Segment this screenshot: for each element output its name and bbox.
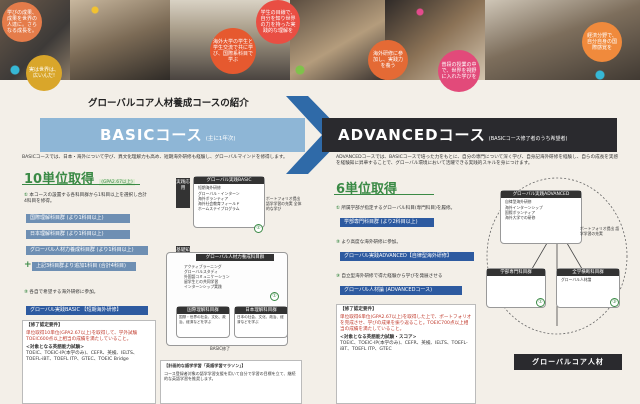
mid-left-title: 国際理解科目群 bbox=[177, 307, 229, 314]
group-japan: 日本理解科目群 (より1科目以上) bbox=[26, 230, 130, 239]
mid-study-title: 【計画的な語学学習「英語学習マラソン」】 bbox=[164, 363, 246, 368]
mid-top-left-label: 実践応用 bbox=[176, 178, 190, 208]
mid-top-item-0: 短期海外研修 bbox=[198, 185, 221, 190]
adv-top-item-2: 国際ボランティア bbox=[505, 210, 536, 215]
bubble-7: 経済分野で、自分自身の国際感覚を bbox=[582, 22, 622, 62]
mid-top-box: グローバル実践BASIC 短期海外研修 グローバル・インターン 海外ボランティア… bbox=[193, 176, 265, 228]
mid-right-body: 日本の社会、文化、政治、経済などを学ぶ bbox=[237, 315, 284, 324]
decor-dots bbox=[0, 0, 640, 85]
adv-right-box: 全学横断科目群 グローバル人材論 bbox=[556, 268, 620, 308]
mid-mid-item-0: アクティブラーニング bbox=[184, 264, 222, 269]
adv-req-title: 【修了認定要件】 bbox=[340, 307, 377, 312]
advanced-bar2: グローバル実践ADVANCED【自律型海外研修】 bbox=[340, 252, 474, 261]
basic-eng-title: <対象となる英語能力試験> bbox=[26, 345, 85, 350]
advanced-step2: ② より高度な海外研修に参加。 bbox=[336, 240, 401, 245]
advanced-bar3: グローバル人材論 (ADVANCEDコース) bbox=[340, 286, 462, 295]
basic-intro: BASICコースでは、日本・海外について学び、異文化理解力も高め、短期海外研修も… bbox=[22, 155, 288, 160]
group-international: 国際理解科目群 (より1科目以上) bbox=[26, 214, 130, 223]
adv-credits-underline bbox=[334, 194, 434, 195]
plus-sign: + bbox=[24, 260, 32, 270]
adv-top-box: グローバル実践ADVANCED 自律型海外研修 海外インターンシップ 国際ボラン… bbox=[500, 190, 582, 244]
mid-study-body: コース登録者対象の語学学習支援を用いて自分で学習の目標を立て、継続的な英語学習を… bbox=[164, 371, 296, 381]
mid-mid-title: グローバル人材力養成科目群 bbox=[196, 254, 274, 261]
mid-foot: BASIC修了 bbox=[210, 346, 230, 351]
group-additional: 上記3科目群より追加1科目 (合計4科目) bbox=[32, 262, 136, 271]
basic-practice-bar: グローバル実践BASIC 【短期海外研修】 bbox=[26, 306, 148, 315]
adv-final-label: グローバルコア人材 bbox=[532, 358, 604, 366]
bubble-5: 海外研修に参加し、実践力を養う bbox=[368, 40, 408, 80]
bubble-6: 普段の授業の中で、世界を視野に入れた学びを bbox=[438, 50, 480, 92]
mid-circle-1a: ① bbox=[270, 292, 279, 301]
mid-mid-items: アクティブラーニング グローバルスタディ 外国語コミュニケーション 留学生との共… bbox=[184, 264, 244, 289]
bubble-1: 学びの成果、成果を世界の人達に。さらなる成長を。 bbox=[2, 2, 42, 42]
advanced-req-box: 【修了認定要件】 単位取得6単位(GPA2.67以上)を取得した上で、ポートフォ… bbox=[336, 304, 476, 404]
adv-portfolio: ポートフォリオ提出 語学学習の充実 bbox=[580, 226, 620, 236]
mid-left-box: 国際理解科目群 国際・世界の社会、文化、政治、経済などを学ぶ bbox=[176, 306, 230, 338]
page-title: グローバルコア人材養成コースの紹介 bbox=[88, 98, 249, 109]
mid-mid-item-3: 留学生との共同学習 bbox=[184, 279, 219, 284]
group-global: グローバル人材力養成科目群 (より1科目以上) bbox=[26, 246, 148, 255]
adv-eng-title: <対象となる英語能力試験・スコア> bbox=[340, 335, 417, 340]
advanced-step1: ① 所属学部が指定するグローバル科目(専門科目)を履修。 bbox=[336, 206, 456, 211]
mid-top-item-1: グローバル・インターン bbox=[198, 191, 240, 196]
mid-top-item-2: 海外ボランティア bbox=[198, 196, 229, 201]
advanced-band bbox=[322, 118, 617, 152]
advanced-band-label: ADVANCEDコース(BASICコース修了者のうち希望者) bbox=[338, 126, 568, 144]
adv-final-box: グローバルコア人材 bbox=[514, 354, 622, 370]
credits-underline bbox=[22, 184, 140, 185]
adv-top-title: グローバル実践ADVANCED bbox=[501, 191, 581, 198]
mid-top-title: グローバル実践BASIC bbox=[194, 177, 264, 184]
mid-mid-item-1: グローバルスタディ bbox=[184, 269, 218, 274]
adv-left-title: 学部専門科目群 bbox=[487, 269, 545, 276]
advanced-intro: ADVANCEDコースでは、BASICコースで培った力をもとに、自分の専門につい… bbox=[336, 155, 619, 166]
basic-step1: ① 本コースの設置する各科目群から1科目以上を選択し合計4科目を修得。 bbox=[24, 193, 147, 204]
basic-band-label: BASICコース(主に1年次) bbox=[100, 126, 236, 144]
basic-step2: ② 各自で希望する海外研修に参加。 bbox=[24, 290, 99, 295]
advanced-bar1: 学部専門科目群 (より2科目以上) bbox=[340, 218, 434, 227]
mid-left-body: 国際・世界の社会、文化、政治、経済などを学ぶ bbox=[179, 315, 226, 324]
adv-top-item-1: 海外インターンシップ bbox=[505, 205, 543, 210]
bubble-3: 海外大学の学生と学生交流で共に学び、国際系科目で学ぶ bbox=[210, 28, 256, 74]
mid-circle-2: ② bbox=[254, 224, 263, 233]
basic-credits: 10単位取得 (GPA2.67以上) bbox=[24, 172, 135, 187]
adv-eng-body: TOEIC、TOEIC-IP(本学のみ)、CEFR、英検、IELTS、TOEFL… bbox=[340, 341, 468, 352]
basic-req-body: 単位取得10単位(GPA2.67以上)を取得して、学外試験TOEIC600点以上… bbox=[26, 331, 138, 342]
basic-req-title: 【修了認定要件】 bbox=[26, 323, 63, 328]
mid-mid-item-4: インターンシップ実践 bbox=[184, 284, 222, 289]
advanced-step3: ③ 自立型海外研修で得た経験から学びを発展させる bbox=[336, 274, 443, 279]
basic-band bbox=[40, 118, 305, 152]
mid-mid-item-2: 外国語コミュニケーション bbox=[184, 274, 230, 279]
advanced-credits: 6単位取得 bbox=[336, 182, 398, 197]
adv-top-item-3: 海外大学での研修 bbox=[505, 215, 536, 220]
basic-req-box: 【修了認定要件】 単位取得10単位(GPA2.67以上)を取得して、学外試験TO… bbox=[22, 320, 156, 404]
bubble-4: 学生の目線で、自分を知り世界の力を持った実践的な理解を bbox=[256, 0, 300, 44]
bubble-2: 実は世界は、広いんだ! bbox=[26, 55, 62, 91]
mid-right-title: 日本理解科目群 bbox=[235, 307, 287, 314]
basic-eng-body: TOEIC、TOEIC-IP(本学のみ)、CEFR、英検、IELTS、TOEFL… bbox=[26, 351, 138, 362]
adv-req-body: 単位取得6単位(GPA2.67以上)を取得した上で、ポートフォリオを完成させ、学… bbox=[340, 315, 472, 332]
mid-top-item-4: ホームステイプログラム bbox=[198, 206, 240, 211]
adv-right-title: 全学横断科目群 bbox=[557, 269, 619, 276]
adv-top-item-0: 自律型海外研修 bbox=[505, 199, 532, 204]
mid-study-box: 【計画的な語学学習「英語学習マラソン」】 コース登録者対象の語学学習支援を用いて… bbox=[160, 360, 302, 404]
adv-circle-1: ① bbox=[536, 298, 545, 307]
mid-portfolio: ポートフォリオ提出 語学学習の充実 全体的な学び bbox=[266, 196, 302, 211]
mid-top-item-3: 海外社会教育フィールド bbox=[198, 201, 240, 206]
adv-right-sub: グローバル人材論 bbox=[561, 277, 592, 282]
adv-circle-3: ③ bbox=[610, 298, 619, 307]
mid-right-box: 日本理解科目群 日本の社会、文化、政治、経済などを学ぶ bbox=[234, 306, 288, 338]
